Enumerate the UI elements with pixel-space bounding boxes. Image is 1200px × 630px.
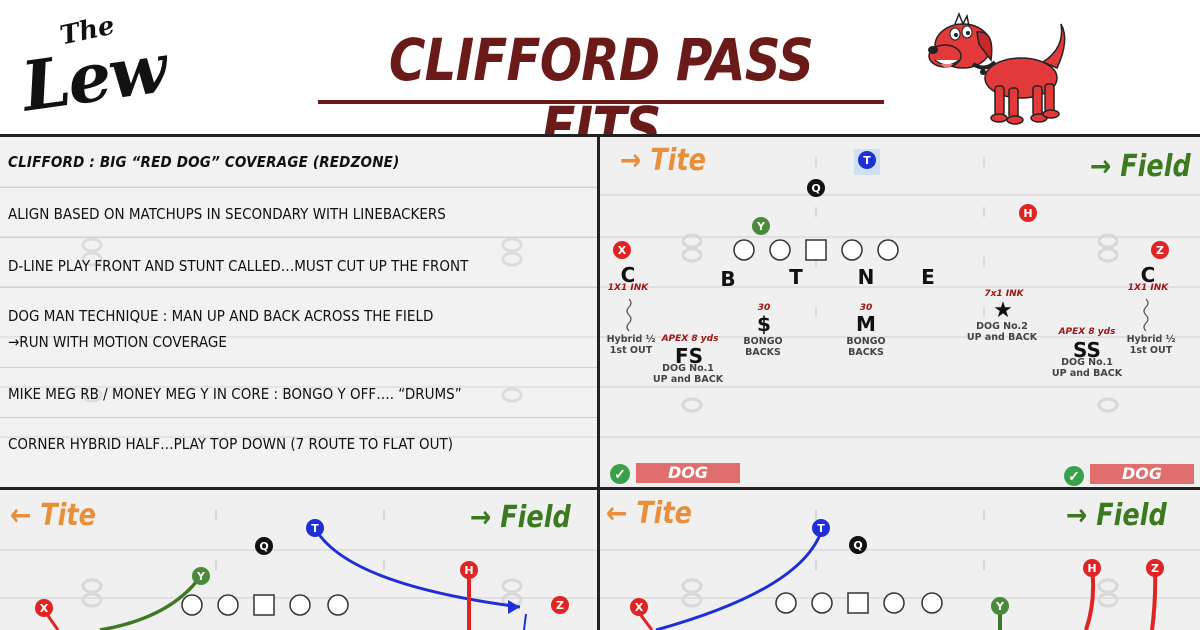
defender-ss-label: SS	[1073, 338, 1101, 362]
coverage-diagram-bottom-left: T Q Y H X Z ← Tite → Field	[0, 490, 597, 630]
dog2-note: DOG No.2 UP and BACK	[967, 321, 1037, 343]
direction-field-label: → Field	[470, 500, 571, 535]
dog1-note-left: DOG No.1 UP and BACK	[653, 363, 723, 385]
player-x: X	[40, 602, 49, 615]
star-icon: ★	[993, 298, 1013, 323]
middle-divider	[0, 487, 1200, 490]
player-z: Z	[1156, 244, 1164, 257]
bottom-right-diagram-field: T Q Y H X Z	[600, 510, 1200, 630]
note-text: →RUN WITH MOTION COVERAGE	[8, 333, 227, 351]
apex-note-right: APEX 8 yds	[1058, 327, 1116, 337]
defender-b-label: B	[720, 267, 736, 291]
player-y: Y	[756, 220, 766, 233]
note-heading: CLIFFORD : BIG “RED DOG” COVERAGE (REDZO…	[8, 153, 400, 171]
player-y: Y	[995, 600, 1005, 613]
ink-note-mid: 7x1 INK	[984, 289, 1024, 299]
red-dog-mascot-icon	[928, 11, 1066, 125]
dog2-note-line: UP and BACK	[966, 332, 1038, 343]
note-text: DOG MAN TECHNIQUE : MAN UP AND BACK ACRO…	[8, 307, 434, 325]
page-title: CLIFFORD PASS FITS	[388, 26, 814, 162]
defender-e-label: E	[921, 265, 935, 289]
player-t: T	[863, 154, 871, 167]
direction-field-label: → Field	[1066, 498, 1167, 533]
defender-fs-label: FS	[674, 344, 704, 368]
coverage-diagram-bottom-right: T Q Y H X Z ← Tite → Field	[600, 490, 1200, 630]
note-text: ALIGN BASED ON MATCHUPS IN SECONDARY WIT…	[8, 205, 446, 223]
logo-lew-text: Lew	[17, 28, 171, 128]
note-row-1: CLIFFORD : BIG “RED DOG” COVERAGE (REDZO…	[0, 137, 597, 188]
bongo-note-dollar: BONGO BACKS	[743, 336, 782, 358]
bongo-number-dollar: 30	[757, 303, 771, 313]
player-q: Q	[259, 540, 268, 553]
note-text: D-LINE PLAY FRONT AND STUNT CALLED…MUST …	[8, 257, 469, 275]
hybrid-note-left: Hybrid ½ 1st OUT	[607, 334, 656, 356]
defender-dollar-label: $	[757, 312, 771, 336]
bongo-note-line: BACKS	[848, 347, 884, 358]
defender-m-label: M	[856, 312, 876, 336]
dog1-note-line: UP and BACK	[1051, 368, 1123, 379]
note-row-2: ALIGN BASED ON MATCHUPS IN SECONDARY WIT…	[0, 187, 597, 238]
corner-right-label: C	[1140, 263, 1156, 287]
dog1-note-right: DOG No.1 UP and BACK	[1052, 357, 1122, 379]
player-q: Q	[853, 539, 862, 552]
header: The Lew CLIFFORD PASS FITS	[0, 0, 1200, 162]
header-divider	[0, 134, 1200, 137]
check-icon: ✓	[610, 464, 630, 484]
coverage-notes-panel: CLIFFORD : BIG “RED DOG” COVERAGE (REDZO…	[0, 137, 597, 487]
main-diagram-field: T Q Y H X Z	[600, 149, 1200, 438]
vertical-divider	[597, 137, 600, 630]
player-h: H	[1023, 207, 1032, 220]
dog1-note-line: DOG No.1	[662, 363, 714, 374]
player-t: T	[817, 522, 825, 535]
bongo-note-line: BACKS	[745, 347, 781, 358]
the-lew-logo: The Lew	[8, 10, 178, 128]
note-row-5: MIKE MEG RB / MONEY MEG Y IN CORE : BONG…	[0, 367, 597, 418]
hybrid-note-line: 1st OUT	[609, 345, 653, 356]
player-y: Y	[196, 570, 206, 583]
bottom-left-diagram-field: T Q Y H X Z	[0, 510, 597, 630]
bongo-note-line: BONGO	[743, 336, 783, 347]
bongo-note-m: BONGO BACKS	[846, 336, 885, 358]
note-text: CORNER HYBRID HALF…PLAY TOP DOWN (7 ROUT…	[8, 435, 453, 453]
dog2-note-line: DOG No.2	[976, 321, 1028, 332]
coverage-diagram-main: T Q Y H X Z → Tite → Field C C B T N E $…	[600, 137, 1200, 487]
dog1-note-line: UP and BACK	[652, 374, 724, 385]
dog-indicator-left: DOG	[636, 463, 740, 483]
player-h: H	[1087, 562, 1096, 575]
note-text: MIKE MEG RB / MONEY MEG Y IN CORE : BONG…	[8, 385, 462, 403]
bongo-number-m: 30	[859, 303, 873, 313]
note-row-3: D-LINE PLAY FRONT AND STUNT CALLED…MUST …	[0, 237, 597, 288]
player-x: X	[635, 601, 644, 614]
ink-note-left: 1X1 INK	[607, 283, 649, 293]
title-underline	[318, 100, 884, 104]
direction-tite-label: → Tite	[620, 143, 706, 178]
direction-tite-label: ← Tite	[606, 496, 692, 531]
apex-note-left: APEX 8 yds	[661, 334, 719, 344]
check-icon: ✓	[1064, 466, 1084, 486]
hybrid-note-line: Hybrid ½	[1126, 334, 1176, 345]
dog1-note-line: DOG No.1	[1061, 357, 1113, 368]
player-x: X	[618, 244, 627, 257]
player-z: Z	[556, 599, 564, 612]
hybrid-note-line: Hybrid ½	[606, 334, 656, 345]
direction-tite-label: ← Tite	[10, 498, 96, 533]
player-z: Z	[1151, 562, 1159, 575]
note-row-6: CORNER HYBRID HALF…PLAY TOP DOWN (7 ROUT…	[0, 417, 597, 487]
player-h: H	[464, 564, 473, 577]
hybrid-note-right: Hybrid ½ 1st OUT	[1127, 334, 1176, 356]
corner-left-label: C	[620, 263, 636, 287]
bongo-note-line: BONGO	[846, 336, 886, 347]
defender-n-label: N	[857, 265, 875, 289]
note-row-4: DOG MAN TECHNIQUE : MAN UP AND BACK ACRO…	[0, 287, 597, 368]
player-t: T	[311, 522, 319, 535]
defender-t-label: T	[789, 265, 803, 289]
dog-indicator-right: DOG	[1090, 464, 1194, 484]
hybrid-note-line: 1st OUT	[1129, 345, 1173, 356]
direction-field-label: → Field	[1090, 149, 1191, 184]
player-q: Q	[811, 182, 820, 195]
ink-note-right: 1X1 INK	[1127, 283, 1169, 293]
